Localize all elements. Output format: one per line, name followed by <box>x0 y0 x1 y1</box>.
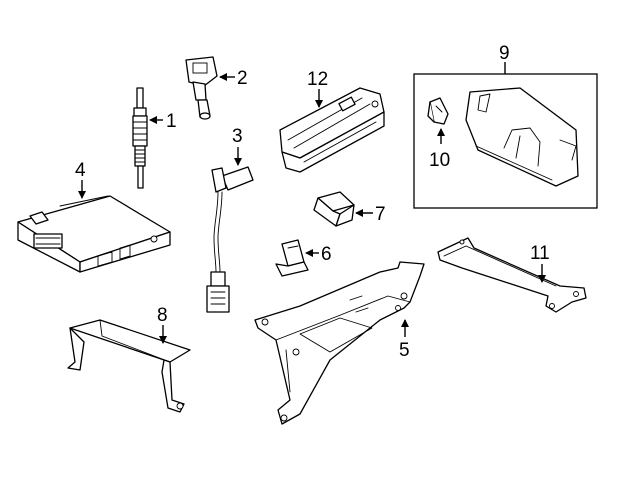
callout-9: 9 <box>499 43 510 64</box>
clip-10-part <box>427 97 449 125</box>
callout-7: 7 <box>375 204 386 225</box>
crankshaft-sensor-part <box>206 166 254 313</box>
callout-11: 11 <box>530 243 550 264</box>
callout-8: 8 <box>157 305 168 326</box>
control-unit-part <box>279 87 385 173</box>
callout-2: 2 <box>237 68 248 89</box>
engine-control-module-part <box>17 195 171 273</box>
callout-6: 6 <box>321 244 332 265</box>
clip-7-part <box>313 191 355 227</box>
long-bracket-part <box>437 237 587 313</box>
callout-12: 12 <box>307 69 328 90</box>
callout-5: 5 <box>399 340 410 361</box>
camshaft-sensor-part <box>185 56 218 120</box>
callout-3: 3 <box>232 126 243 147</box>
main-bracket-part <box>254 261 425 425</box>
callout-1: 1 <box>166 111 177 132</box>
glow-plug-part <box>132 87 148 189</box>
callout-10: 10 <box>429 150 450 171</box>
clip-6-part <box>275 239 309 277</box>
cover-part <box>465 87 579 187</box>
ecm-bracket-part <box>67 319 191 413</box>
callout-4: 4 <box>75 160 86 181</box>
